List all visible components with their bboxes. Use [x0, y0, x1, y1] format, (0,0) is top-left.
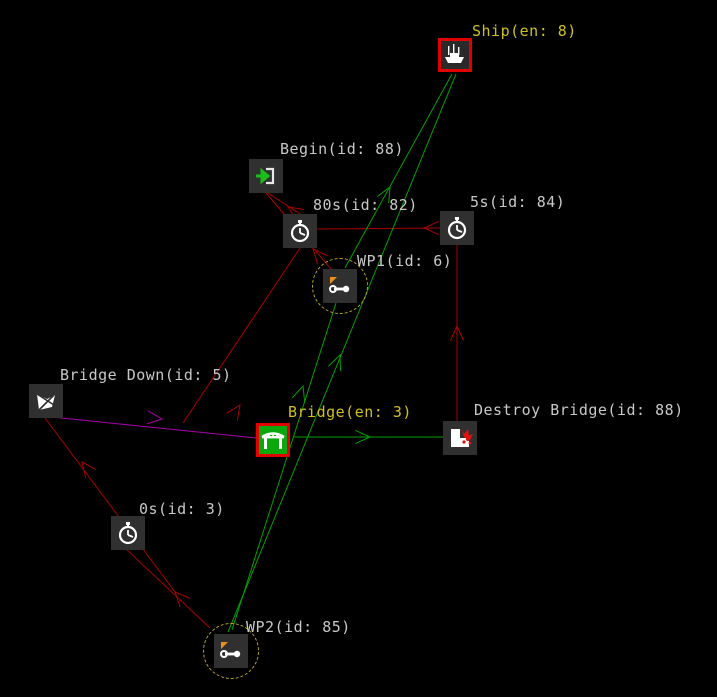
node-label-t0: 0s(id: 3) [139, 500, 225, 518]
graph-node-ship[interactable] [438, 38, 472, 72]
graph-node-wp1[interactable] [312, 258, 368, 314]
node-icon-box-dbr[interactable] [443, 421, 477, 455]
edge-bridge-to-bdown [51, 416, 257, 439]
edge-t80-to-bdown [182, 247, 301, 424]
graph-node-bdown[interactable] [29, 384, 63, 418]
edge-arrow-bdown-to-t0 [81, 461, 97, 478]
node-icon-box-bdown[interactable] [29, 384, 63, 418]
node-label-t5: 5s(id: 84) [470, 193, 566, 211]
graph-node-t5[interactable] [440, 211, 474, 245]
graph-node-dbr[interactable] [443, 421, 477, 455]
broken-bridge-icon [33, 388, 59, 414]
graph-node-t80[interactable] [283, 214, 317, 248]
node-label-dbr: Destroy Bridge(id: 88) [474, 401, 684, 419]
edge-begin-to-t80 [267, 192, 301, 215]
edge-t0-to-wp2 [126, 549, 211, 629]
edge-t80-to-t5 [315, 227, 441, 230]
waypoint-icon [327, 273, 353, 299]
edge-arrow-bridge-to-bdown [146, 410, 164, 425]
graph-node-begin[interactable] [249, 159, 283, 193]
edge-ship-to-wp1 [344, 73, 453, 269]
graph-node-wp2[interactable] [203, 623, 259, 679]
node-icon-box-begin[interactable] [249, 159, 283, 193]
edge-arrow-t5-to-dbr [450, 324, 464, 341]
selection-ring [203, 623, 259, 679]
node-label-bridge: Bridge(en: 3) [288, 403, 412, 421]
node-icon-box-t5[interactable] [440, 211, 474, 245]
edge-arrow-dbr-to-bridge [355, 430, 372, 444]
node-label-begin: Begin(id: 88) [280, 140, 404, 158]
node-label-ship: Ship(en: 8) [472, 22, 577, 40]
stopwatch-icon [444, 215, 470, 241]
node-icon-box-ship[interactable] [438, 38, 472, 72]
graph-node-t0[interactable] [111, 516, 145, 550]
explosion-icon [447, 425, 473, 451]
edge-arrow-wp1-to-wp2 [291, 384, 306, 402]
node-icon-box-t80[interactable] [283, 214, 317, 248]
enter-arrow-icon [253, 163, 279, 189]
waypoint-icon [218, 638, 244, 664]
edge-arrow-t80-to-bdown [226, 403, 241, 421]
node-label-wp2: WP2(id: 85) [246, 618, 351, 636]
graph-node-bridge[interactable] [256, 423, 290, 457]
edge-wp1-to-wp2 [231, 302, 337, 631]
edge-arrow-ship-to-wp2 [328, 353, 342, 372]
stopwatch-icon [115, 520, 141, 546]
stopwatch-icon [287, 218, 313, 244]
node-icon-box-bridge[interactable] [256, 423, 290, 457]
node-icon-box-t0[interactable] [111, 516, 145, 550]
node-icon-box-wp1[interactable] [323, 269, 357, 303]
bridge-icon [260, 427, 286, 453]
selection-ring [312, 258, 368, 314]
edge-arrow-t80-to-t5 [422, 221, 439, 235]
node-label-bdown: Bridge Down(id: 5) [60, 366, 232, 384]
edge-arrow-t0-to-wp2 [174, 591, 190, 608]
node-label-t80: 80s(id: 82) [313, 196, 418, 214]
ship-icon [442, 42, 468, 68]
node-icon-box-wp2[interactable] [214, 634, 248, 668]
node-label-wp1: WP1(id: 6) [357, 252, 453, 270]
